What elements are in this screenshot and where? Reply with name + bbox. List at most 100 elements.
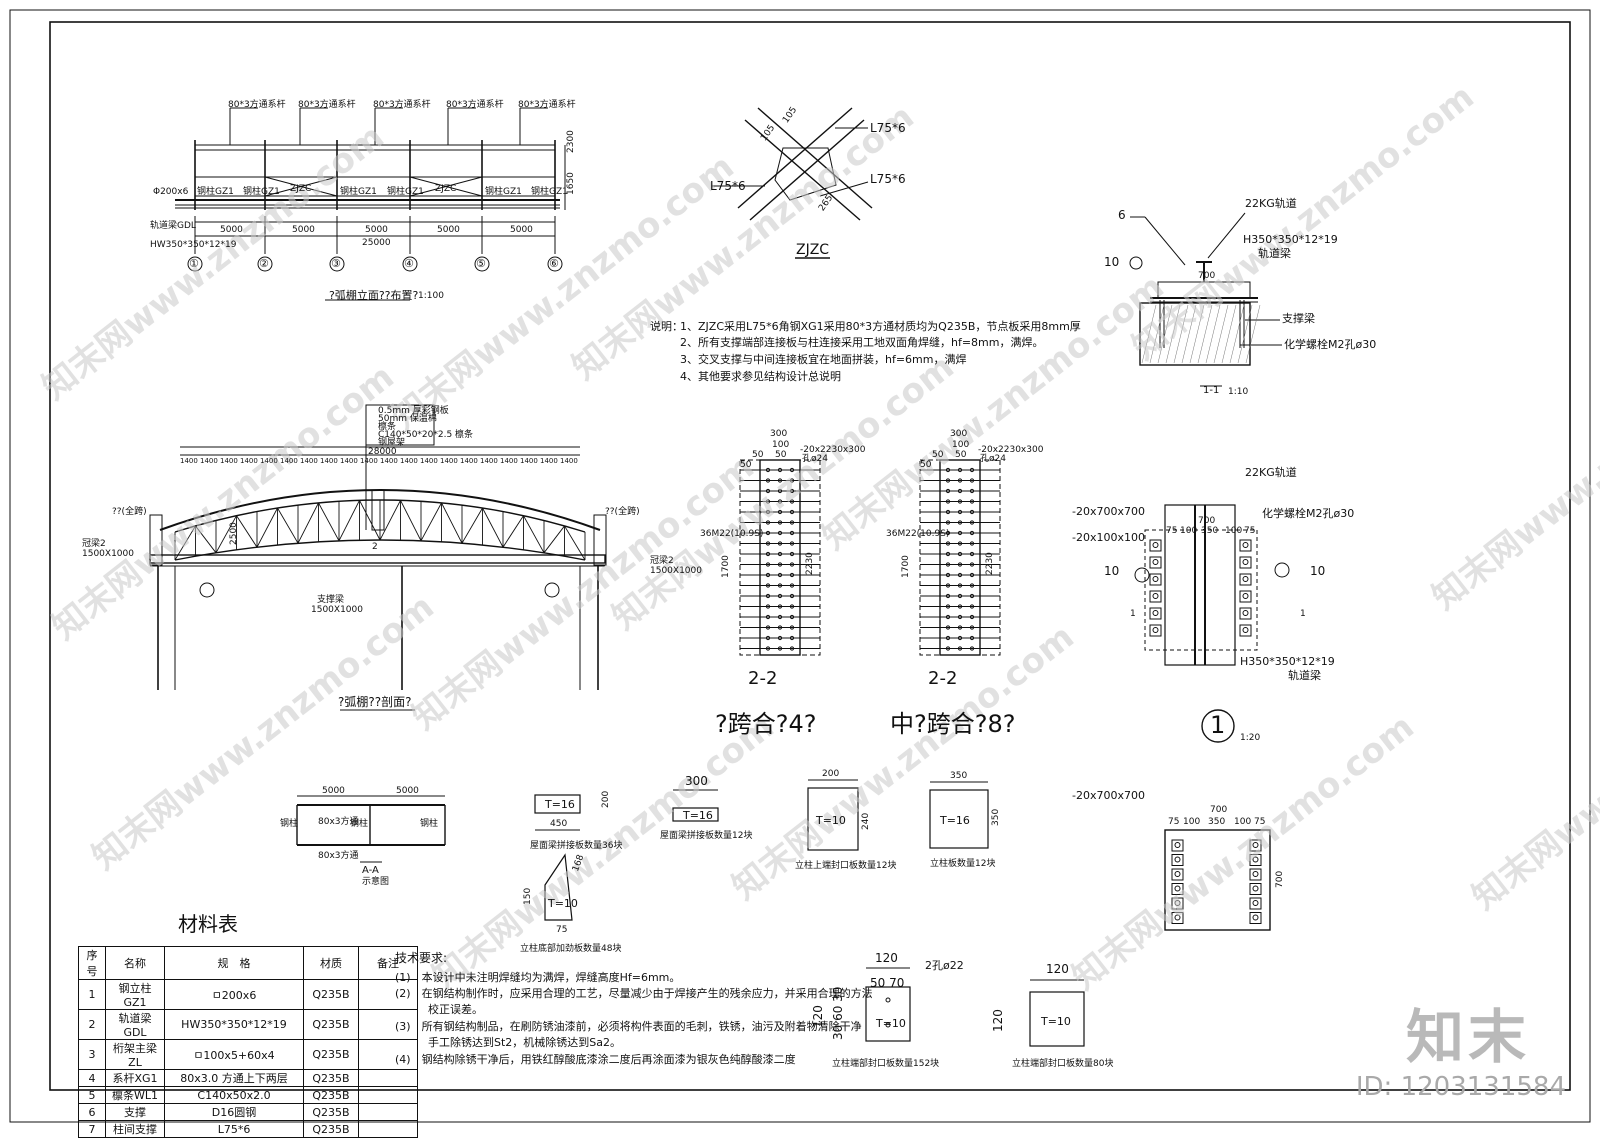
- plate-bolt: [777, 488, 783, 494]
- truss-diagonal: [400, 500, 422, 542]
- part4-h: 350: [991, 808, 1001, 826]
- plate-bolt: [969, 478, 975, 483]
- note-1: 1、ZJZC采用L75*6角钢XG1采用80*3方通材质均为Q235B，节点板采…: [680, 320, 1081, 333]
- header-material: 材质: [303, 946, 359, 980]
- plateL-bolts: 36M22(10.9S): [700, 529, 764, 539]
- plateL-dim-1: 300: [770, 429, 788, 439]
- truss-diagonal: [215, 515, 237, 554]
- part6-w2: 50 70: [870, 976, 905, 990]
- cell: 4: [78, 1069, 106, 1087]
- hatch-line: [1245, 304, 1261, 364]
- zjzc-title: ZJZC: [796, 242, 830, 258]
- d1-sub-3: 350: [1201, 526, 1219, 536]
- plate-bolt: [765, 551, 771, 557]
- plate-bolt: [777, 499, 783, 504]
- plate-bolt: [789, 583, 795, 588]
- cell: 6: [78, 1103, 106, 1121]
- detail11-title: 1-1: [1203, 385, 1220, 396]
- plateR-title: 中?跨合?8?: [890, 710, 1016, 738]
- part7-h: 120: [991, 1009, 1005, 1032]
- plate-bolt-box: [1249, 839, 1262, 852]
- bolt-label: 化学螺栓M2孔ø30: [1284, 338, 1377, 351]
- plate-bolt: [765, 583, 771, 588]
- plate-bolt: [789, 551, 795, 557]
- plate-bolt-box: [1249, 912, 1262, 924]
- plateL-side-1: 1700: [721, 555, 731, 578]
- rail-label: 22KG轨道: [1245, 197, 1297, 210]
- plate-bolt: [1252, 914, 1259, 921]
- plate-bolt: [789, 530, 795, 536]
- gz-label-6: 钢柱GZ1: [531, 187, 568, 197]
- bay-4: 5000: [437, 225, 460, 235]
- panel-dim: 1400: [180, 457, 198, 465]
- plate-bolt: [957, 583, 963, 588]
- plate-bolt-box: [1249, 854, 1262, 866]
- plate-bolt: [777, 646, 783, 651]
- plateL-title: ?跨合?4?: [715, 710, 817, 738]
- front-top-label-2: 80*3方通系杆: [298, 100, 356, 110]
- plate-bolt: [945, 520, 951, 525]
- bay-2: 5000: [292, 225, 315, 235]
- d1-weld-r: 10: [1310, 564, 1326, 578]
- part6-cap: 立柱端部封口板数量152块: [832, 1059, 940, 1069]
- note-2: 2、所有支撑端部连接板与柱连接采用工地双面角焊缝，hf=8mm，满焊。: [680, 336, 1044, 349]
- part3-w: 200: [822, 769, 840, 779]
- plate-bolt: [765, 499, 771, 504]
- panel-dim: 1400: [240, 457, 258, 465]
- tech-line-6: (4) 钢结构除锈干净后，用铁红醇酸底漆涂二度后再涂面漆为银灰色纯醇酸漆二度: [395, 1053, 796, 1066]
- plate-bolt: [945, 499, 951, 504]
- plate-bolt: [945, 509, 951, 515]
- detail-plate: [1164, 829, 1271, 931]
- anchor-bolt: [1152, 627, 1159, 633]
- cell: 系杆XG1: [105, 1069, 165, 1087]
- plate-bolt: [765, 562, 771, 567]
- cell: 柱间支撑: [105, 1120, 165, 1138]
- cell: 2: [78, 1009, 106, 1040]
- truss-diagonal: [543, 525, 565, 554]
- d1-width: 700: [1198, 516, 1216, 526]
- d1-cut-right: 1: [1300, 609, 1306, 619]
- plate-bolt-box: [1171, 839, 1184, 852]
- front-brace-label-2: ZJZC: [435, 184, 457, 194]
- cell: 轨道梁GDL: [105, 1009, 165, 1040]
- plate-bolt: [777, 572, 783, 578]
- panel-dim: 1400: [520, 457, 538, 465]
- part2-cap: 屋面梁拼接板数量12块: [660, 831, 753, 841]
- anchor-bolt: [1242, 593, 1249, 599]
- plate-bolt: [969, 520, 975, 525]
- front-top-label-5: 80*3方通系杆: [518, 100, 576, 110]
- d1-cut-left: 1: [1130, 609, 1136, 619]
- plate-bolt: [957, 646, 963, 651]
- plate-bolt: [777, 478, 783, 483]
- truss-diagonal: [502, 515, 524, 548]
- part7-w: 120: [1046, 962, 1069, 976]
- cell: [358, 1069, 418, 1087]
- plate-bolt: [777, 625, 783, 630]
- zjzc-label-1: L75*6: [870, 121, 906, 135]
- cell: [358, 1120, 418, 1138]
- plate-bolt: [957, 478, 963, 483]
- plate-bolt: [957, 551, 963, 557]
- image-id: ID: 1203131584: [1355, 1072, 1566, 1102]
- front-brace-label-1: ZJZC: [290, 184, 312, 194]
- front-scale: 1:100: [418, 291, 444, 301]
- axis-3: ③: [331, 257, 341, 270]
- table-header-row: 序号 名称 规 格 材质 备注: [78, 946, 418, 980]
- plate-bolt-box: [1171, 912, 1184, 924]
- axis-1: ①: [189, 257, 199, 270]
- left-label-1: Φ200x6: [153, 187, 189, 197]
- header-no: 序号: [78, 946, 106, 980]
- plate-bolt: [765, 572, 771, 578]
- plate-bolt: [957, 530, 963, 536]
- height-2: 1650: [566, 172, 576, 195]
- truss-diagonal: [318, 502, 340, 542]
- plate-bolt: [777, 551, 783, 557]
- plate-bolt: [765, 635, 771, 641]
- truss-diagonal: [195, 525, 217, 554]
- d1-plate1: -20x700x700: [1072, 505, 1145, 518]
- plate-bolt: [945, 583, 951, 588]
- d1-plate2: -20x100x100: [1072, 531, 1145, 544]
- part6-hole: 2孔ø22: [925, 959, 964, 972]
